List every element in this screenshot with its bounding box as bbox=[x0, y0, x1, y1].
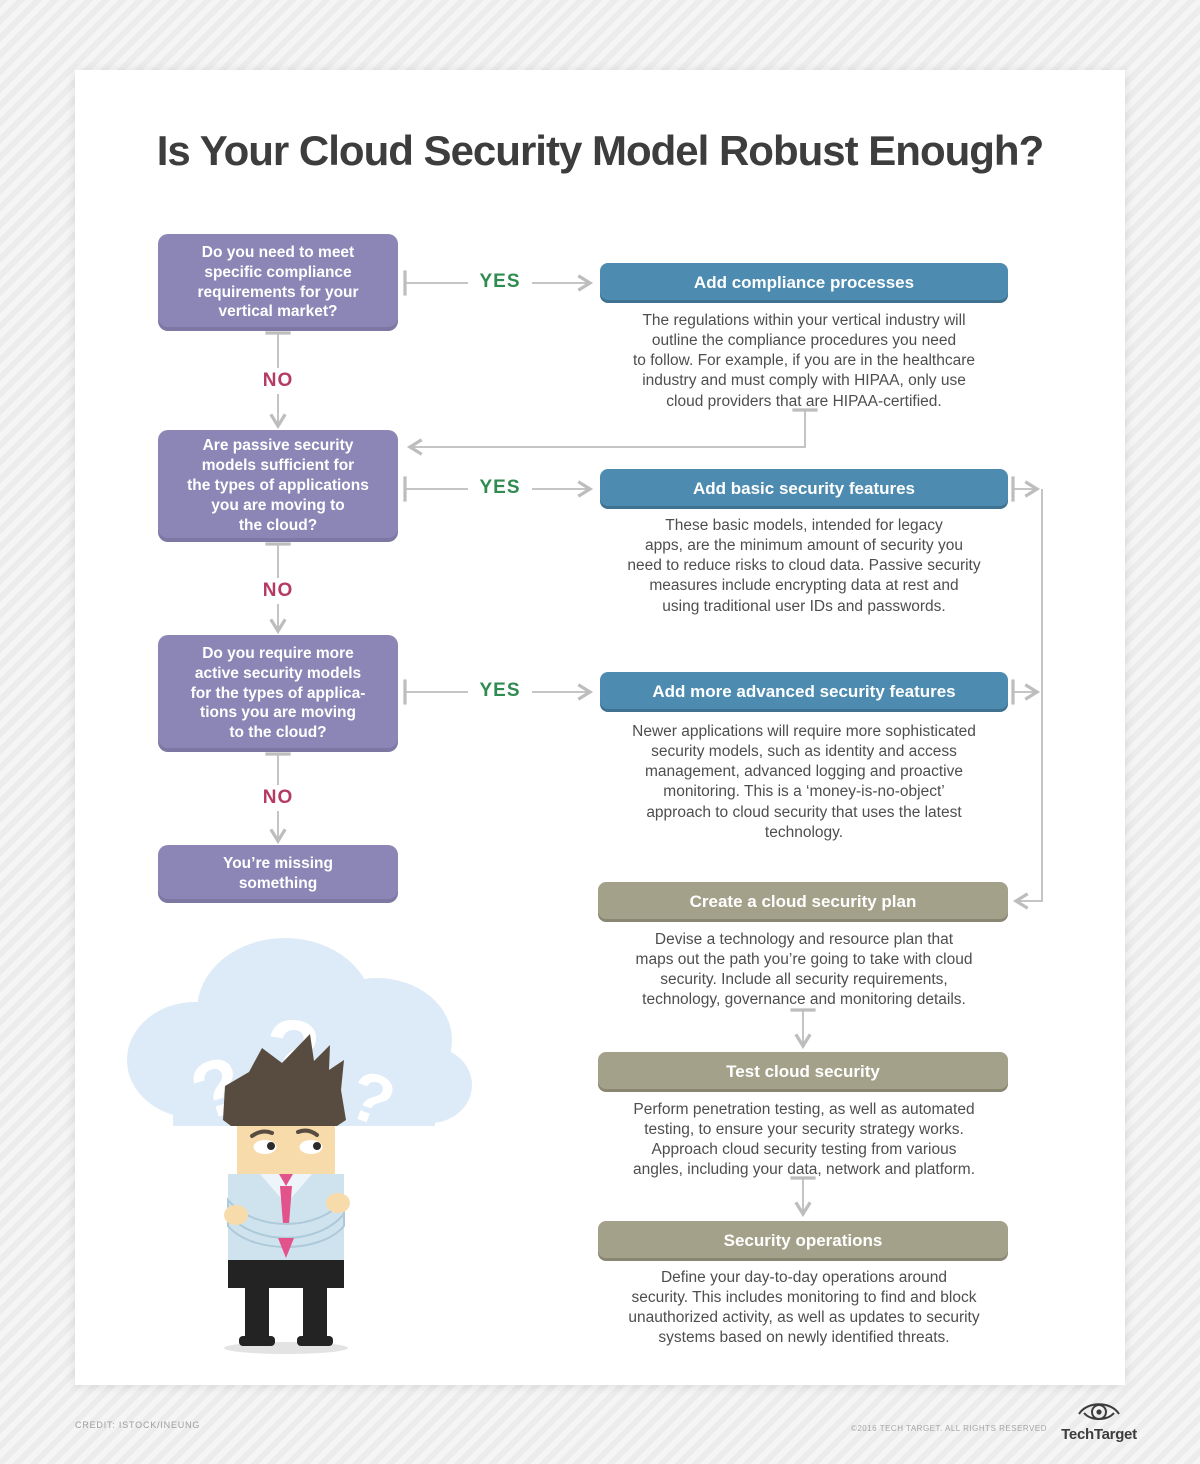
techtarget-eye-icon bbox=[1078, 1403, 1120, 1420]
step-header-security-plan: Create a cloud security plan bbox=[598, 882, 1008, 922]
decision-box-active-security: Do you require more active security mode… bbox=[158, 635, 398, 752]
credit-text: CREDIT: ISTOCK/INEUNG bbox=[75, 1420, 201, 1430]
techtarget-wordmark: TechTarget bbox=[1061, 1426, 1137, 1443]
confused-man-illustration: ? ? ? bbox=[127, 938, 472, 1354]
step-description-security-plan: Devise a technology and resource plan th… bbox=[635, 931, 973, 1009]
step-description-test-security: Perform penetration testing, as well as … bbox=[632, 1101, 976, 1179]
decision-box-missing-something: You’re missing something bbox=[158, 845, 398, 903]
no-label-1: NO bbox=[254, 368, 302, 394]
answer-description-basic-security: These basic models, intended for legacy … bbox=[627, 517, 981, 615]
step-description-security-operations: Define your day-to-day operations around… bbox=[628, 1269, 980, 1347]
confused-man bbox=[223, 1034, 350, 1354]
decision-text: Are passive security models sufficient f… bbox=[187, 437, 369, 534]
decision-text: Do you require more active security mode… bbox=[190, 644, 366, 742]
answer-header-advanced-security: Add more advanced security features bbox=[600, 672, 1008, 712]
no-label-3: NO bbox=[254, 785, 302, 811]
answer-header-compliance: Add compliance processes bbox=[600, 263, 1008, 303]
step-header-test-security: Test cloud security bbox=[598, 1052, 1008, 1092]
answer-header-basic-security: Add basic security features bbox=[600, 469, 1008, 509]
copyright-text: ©2016 TECH TARGET. ALL RIGHTS RESERVED bbox=[850, 1424, 1047, 1433]
answer-description-advanced-security: Newer applications will require more sop… bbox=[632, 723, 976, 841]
no-label-2: NO bbox=[254, 578, 302, 604]
yes-label-3: YES bbox=[468, 678, 532, 704]
page-title: Is Your Cloud Security Model Robust Enou… bbox=[156, 127, 1044, 174]
decision-box-compliance: Do you need to meet specific compliance … bbox=[158, 234, 398, 331]
decision-box-passive-security: Are passive security models sufficient f… bbox=[158, 430, 398, 542]
yes-label-2: YES bbox=[468, 475, 532, 501]
techtarget-logo: TechTarget bbox=[1060, 1397, 1138, 1443]
answer-description-compliance: The regulations within your vertical ind… bbox=[632, 312, 976, 410]
yes-label-1: YES bbox=[468, 269, 532, 295]
decision-text: You’re missing something bbox=[223, 855, 333, 892]
decision-text: Do you need to meet specific compliance … bbox=[197, 243, 359, 321]
step-header-security-operations: Security operations bbox=[598, 1221, 1008, 1261]
